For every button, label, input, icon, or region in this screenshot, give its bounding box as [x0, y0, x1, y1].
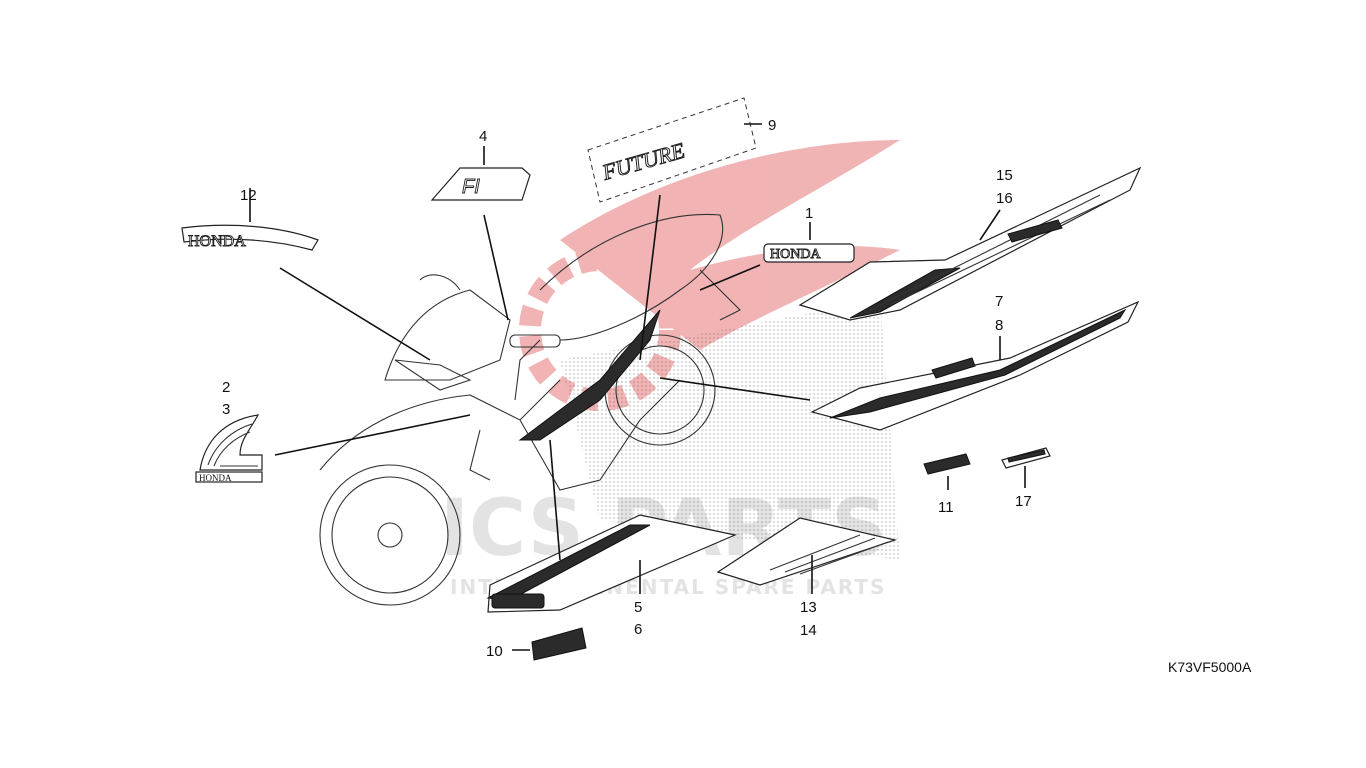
callout-4: 4: [479, 128, 487, 145]
callout-3: 3: [222, 401, 230, 418]
callout-8: 8: [995, 317, 1003, 334]
decal-2-3-text: HONDA: [199, 473, 232, 483]
decal-12-honda-arch: HONDA: [181, 224, 319, 251]
callout-12: 12: [240, 187, 257, 204]
stripe-15-16: [798, 166, 1142, 321]
callout-13: 13: [800, 599, 817, 616]
emblem-11: [923, 453, 971, 475]
emblem-17: [1001, 447, 1051, 469]
decal-12-text: HONDA: [188, 233, 246, 250]
emblem-10: [531, 627, 587, 661]
stripe-13-14: [716, 517, 898, 586]
callout-7: 7: [995, 293, 1003, 310]
callout-1: 1: [805, 205, 813, 222]
dotted-shading: [560, 300, 900, 560]
decal-1-text: HONDA: [770, 247, 821, 262]
callouts: 1 2 3 4 5 6 7 8 9 10 11 12 13 14 15 16 1…: [222, 117, 1032, 660]
leader-lines: [249, 123, 1026, 651]
decal-1-honda-flat: HONDA: [763, 243, 855, 263]
stripe-7-8: [810, 300, 1140, 431]
callout-14: 14: [800, 622, 817, 639]
watermark-wing-icon: [560, 140, 900, 350]
decal-9-text: FUTURE: [599, 137, 688, 185]
callout-16: 16: [996, 190, 1013, 207]
callout-11: 11: [938, 499, 954, 516]
decal-4-text: FI: [462, 176, 480, 198]
callout-15: 15: [996, 167, 1013, 184]
watermark-gear-icon: [519, 249, 681, 411]
callout-9: 9: [768, 117, 776, 134]
decal-4-fi-emblem: FI: [430, 167, 531, 201]
callout-5: 5: [634, 599, 642, 616]
callout-6: 6: [634, 621, 642, 638]
decal-2-3-wing-mark: HONDA: [195, 414, 263, 483]
callout-17: 17: [1015, 493, 1032, 510]
callout-2: 2: [222, 379, 230, 396]
diagram-code: K73VF5000A: [1168, 659, 1252, 675]
stripe-5-6: [486, 514, 737, 613]
motorcycle-outline: [319, 213, 741, 606]
callout-10: 10: [486, 643, 503, 660]
